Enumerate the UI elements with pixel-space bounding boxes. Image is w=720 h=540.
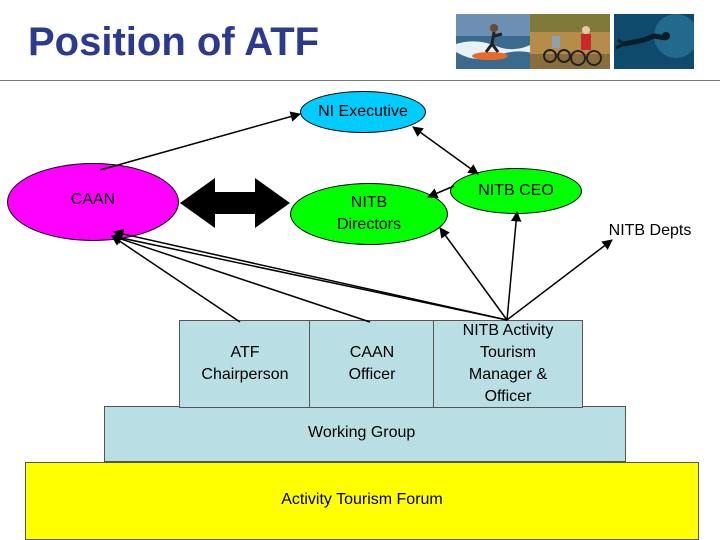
atf-chairperson-box: ATF Chairperson <box>179 320 311 408</box>
double-arrow-caan-directors <box>180 178 290 228</box>
nitb-ceo-node: NITB CEO <box>450 168 582 214</box>
working-group-box: Working Group <box>104 406 626 462</box>
arrow-ni-executive-nitb-ceo <box>412 126 479 175</box>
arrow-ceo-to-directors <box>427 185 455 199</box>
arrow-activity-to-caan-2 <box>112 228 508 321</box>
ni-executive-node: NI Executive <box>300 91 426 133</box>
forum-label: Activity Tourism Forum <box>281 491 443 508</box>
working-group-label: Working Group <box>308 424 416 441</box>
arrow-caan-to-ni-executive <box>99 111 302 171</box>
nitb-depts-label: NITB Depts <box>608 222 692 239</box>
caan-node: CAAN <box>7 163 179 241</box>
caan-officer-box: CAAN Officer <box>309 320 435 408</box>
arrow-activity-to-depts <box>506 239 613 321</box>
arrow-chair-to-caan <box>111 235 241 323</box>
title-divider <box>0 80 720 81</box>
cycling-photo <box>530 14 610 69</box>
page-title: Position of ATF <box>28 20 320 64</box>
diving-photo <box>614 14 694 69</box>
nitb-directors-node: NITB Directors <box>290 183 448 245</box>
arrow-officer-to-caan <box>111 234 371 323</box>
nitb-activity-manager-box: NITB Activity Tourism Manager & Officer <box>433 320 583 408</box>
arrow-activity-to-ceo <box>439 227 508 321</box>
surfing-photo <box>456 14 536 69</box>
arrow-activity-to-ceo-2 <box>506 210 522 321</box>
forum-box: Activity Tourism Forum <box>25 462 699 540</box>
